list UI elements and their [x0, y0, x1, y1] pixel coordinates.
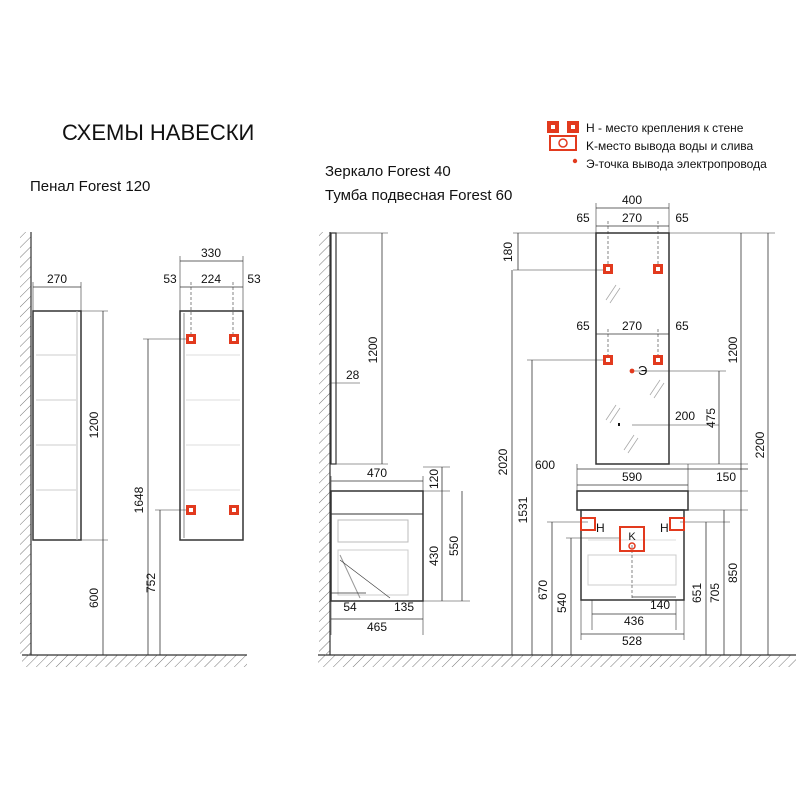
dim-cabinet-side-b: 135	[394, 600, 414, 614]
dim-cabinet-670: 670	[536, 580, 550, 600]
dim-cabinet-side-total: 550	[447, 536, 461, 556]
legend-h-text: H - место крепления к стене	[586, 121, 744, 135]
dim-mirror-mid-2: 270	[622, 319, 642, 333]
dim-cabinet-540: 540	[555, 593, 569, 613]
legend-k-text: K-место вывода воды и слива	[586, 139, 754, 153]
cabinet-mount-left-mark: H	[596, 521, 605, 535]
legend-k-icon	[549, 135, 577, 151]
dim-cabinet-850: 850	[726, 563, 740, 583]
dim-mirror-left-2: 65	[576, 319, 590, 333]
dim-total-height: 2200	[753, 431, 767, 458]
dim-mirror-side-depth: 28	[346, 368, 360, 382]
legend-e-text: Э-точка вывода электропровода	[586, 157, 767, 171]
dim-mount-2020: 2020	[496, 448, 510, 475]
dim-cabinet-651: 651	[690, 583, 704, 603]
cabinet-mount-right-mark: H	[660, 521, 669, 535]
dim-cabinet-side-bottom: 465	[367, 620, 387, 634]
cabinet-caption: Тумба подвесная Forest 60	[325, 187, 513, 204]
dim-penal-top-mount: 1648	[132, 486, 146, 513]
dim-cabinet-528: 528	[622, 634, 642, 648]
dim-mirror-side-height: 1200	[366, 336, 380, 363]
mirror-cabinet-side-view	[330, 232, 470, 635]
dim-cabinet-side-depth: 470	[367, 466, 387, 480]
dim-cabinet-side-body: 430	[427, 546, 441, 566]
dim-cabinet-436: 436	[624, 614, 644, 628]
dim-mount-1531: 1531	[516, 496, 530, 523]
mirror-caption: Зеркало Forest 40	[325, 163, 451, 180]
cabinet-water-outlet-icon	[619, 526, 645, 552]
dim-penal-front-width: 330	[201, 246, 221, 260]
dim-cabinet-705: 705	[708, 583, 722, 603]
dim-mirror-left: 65	[576, 211, 590, 225]
dim-cabinet-side-a: 54	[343, 600, 357, 614]
dim-cabinet-150: 150	[716, 470, 736, 484]
page-title: СХЕМЫ НАВЕСКИ	[62, 120, 255, 145]
dim-penal-side-floor: 600	[87, 588, 101, 608]
penal-mount-centers	[189, 337, 236, 512]
dim-penal-front-left: 53	[163, 272, 177, 286]
dim-penal-front-right: 53	[247, 272, 261, 286]
legend-h-icon	[547, 121, 579, 133]
legend-e-icon	[572, 158, 578, 164]
dim-mirror-right: 65	[675, 211, 689, 225]
floor-right	[318, 654, 796, 667]
dim-penal-side-width: 270	[47, 272, 67, 286]
dim-penal-front-mid: 224	[201, 272, 221, 286]
penal-side-view	[32, 282, 108, 655]
dim-penal-bottom-mount: 752	[144, 573, 158, 593]
dim-electric-height: 475	[704, 408, 718, 428]
penal-front-view	[143, 256, 244, 655]
dim-mirror-top: 180	[501, 242, 515, 262]
dim-cabinet-600: 600	[535, 458, 555, 472]
dim-cabinet-side-top: 120	[427, 469, 441, 489]
wall-left	[20, 232, 32, 655]
cabinet-mount-right-icon	[669, 517, 685, 531]
mirror-mount-centers	[606, 267, 660, 362]
dim-cabinet-140: 140	[650, 598, 670, 612]
mirror-electric-mark: Э	[638, 363, 647, 378]
dim-mirror-height: 1200	[726, 336, 740, 363]
dim-penal-side-height: 1200	[87, 411, 101, 438]
cabinet-mount-left-icon	[580, 517, 596, 531]
wall-middle	[319, 232, 331, 655]
penal-caption: Пенал Forest 120	[30, 178, 151, 195]
mirror-electric-point-icon	[629, 368, 635, 374]
floor-left	[22, 654, 247, 667]
dim-mirror-right-2: 65	[675, 319, 689, 333]
dim-mirror-width: 400	[622, 193, 642, 207]
dim-cabinet-590: 590	[622, 470, 642, 484]
mirror-front-view	[511, 203, 775, 655]
cabinet-front-view	[547, 464, 748, 655]
dim-electric-offset: 200	[675, 409, 695, 423]
dim-mirror-mid: 270	[622, 211, 642, 225]
cabinet-water-mark: K	[628, 531, 636, 543]
